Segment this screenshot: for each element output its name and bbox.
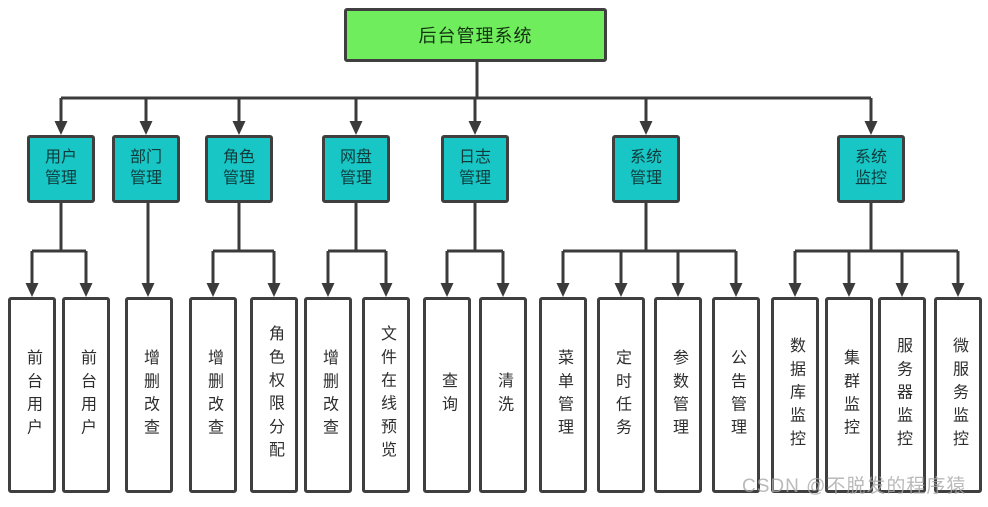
- leaf-node-role-crud: 增删改查: [189, 297, 237, 493]
- leaf-label: 文件在线预览: [378, 325, 395, 465]
- leaf-node-log-query: 查询: [423, 297, 471, 493]
- root-node: 后台管理系统: [344, 8, 607, 62]
- leaf-label: 清洗: [495, 371, 512, 419]
- leaf-label: 增删改查: [205, 348, 222, 442]
- leaf-label: 定时任务: [613, 348, 630, 442]
- leaf-label: 集群监控: [841, 348, 858, 442]
- leaf-label: 增删改查: [320, 348, 337, 442]
- leaf-node-frontend-user-1: 前台用户: [8, 297, 56, 493]
- leaf-label: 查询: [439, 371, 456, 419]
- leaf-node-cluster-monitor: 集群监控: [825, 297, 873, 493]
- branch-node-netdisk-management: 网盘管理: [322, 135, 390, 203]
- branch-label: 系统管理: [629, 149, 662, 187]
- branch-node-department-management: 部门管理: [112, 135, 180, 203]
- leaf-node-parameter-management: 参数管理: [654, 297, 702, 493]
- leaf-label: 参数管理: [670, 348, 687, 442]
- root-node-label: 后台管理系统: [418, 26, 533, 46]
- leaf-node-scheduled-tasks: 定时任务: [597, 297, 645, 493]
- leaf-node-frontend-user-2: 前台用户: [62, 297, 110, 493]
- leaf-node-netdisk-crud: 增删改查: [304, 297, 352, 493]
- branch-label: 系统监控: [854, 149, 887, 187]
- leaf-node-dept-crud: 增删改查: [125, 297, 173, 493]
- branch-node-system-monitor: 系统监控: [837, 135, 905, 203]
- branch-label: 角色管理: [222, 149, 255, 187]
- branch-label: 用户管理: [44, 149, 77, 187]
- branch-label: 日志管理: [458, 149, 491, 187]
- leaf-node-menu-management: 菜单管理: [539, 297, 587, 493]
- leaf-label: 菜单管理: [555, 348, 572, 442]
- leaf-label: 公告管理: [728, 348, 745, 442]
- leaf-node-role-permission-assign: 角色权限分配: [250, 297, 298, 493]
- branch-node-log-management: 日志管理: [441, 135, 509, 203]
- leaf-node-database-monitor: 数据库监控: [771, 297, 819, 493]
- branch-node-role-management: 角色管理: [205, 135, 273, 203]
- leaf-label: 服务器监控: [894, 337, 911, 453]
- branch-node-user-management: 用户管理: [27, 135, 95, 203]
- leaf-node-log-clean: 清洗: [479, 297, 527, 493]
- leaf-label: 微服务监控: [950, 337, 967, 453]
- leaf-label: 前台用户: [24, 348, 41, 442]
- leaf-node-announcement-management: 公告管理: [712, 297, 760, 493]
- leaf-node-microservice-monitor: 微服务监控: [934, 297, 982, 493]
- branch-node-system-management: 系统管理: [612, 135, 680, 203]
- leaf-label: 增删改查: [141, 348, 158, 442]
- leaf-node-file-online-preview: 文件在线预览: [362, 297, 410, 493]
- leaf-label: 角色权限分配: [266, 325, 283, 465]
- csdn-watermark: CSDN @不脱发的程序猿: [742, 476, 967, 497]
- leaf-label: 数据库监控: [787, 337, 804, 453]
- branch-label: 部门管理: [129, 149, 162, 187]
- branch-label: 网盘管理: [339, 149, 372, 187]
- connector-lines: [30, 62, 960, 284]
- leaf-node-server-monitor: 服务器监控: [878, 297, 926, 493]
- leaf-label: 前台用户: [78, 348, 95, 442]
